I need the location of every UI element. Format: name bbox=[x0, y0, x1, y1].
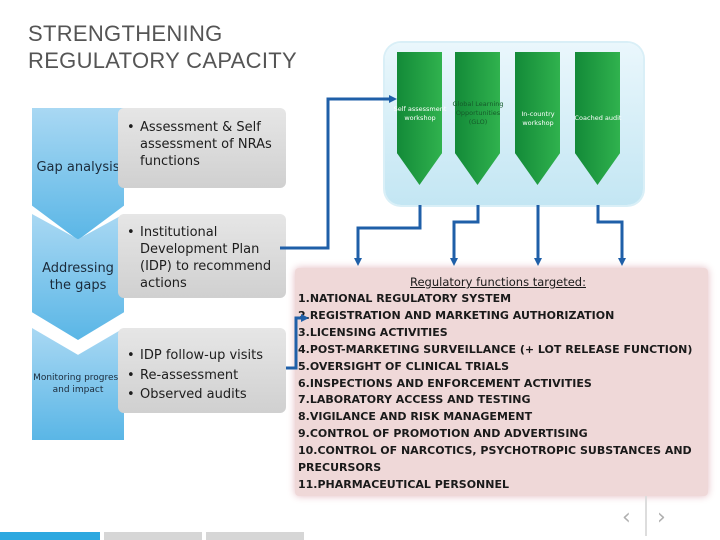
regulatory-functions-panel bbox=[295, 268, 708, 496]
bullet-item: Re-assessment bbox=[124, 366, 282, 386]
step-self-assessment bbox=[397, 52, 442, 185]
list-item: 6.INSPECTIONS AND ENFORCEMENT ACTIVITIES bbox=[298, 376, 592, 390]
footer-bar bbox=[206, 532, 304, 540]
list-item: 11.PHARMACEUTICAL PERSONNEL bbox=[298, 477, 509, 491]
page-title: STRENGTHENING REGULATORY CAPACITY bbox=[28, 20, 297, 74]
arrow-monitoring-to-functions bbox=[286, 314, 309, 370]
footer-bar-accent bbox=[0, 532, 100, 540]
chevron-left-icon: ‹ bbox=[622, 505, 631, 530]
list-item: 3.LICENSING ACTIVITIES bbox=[298, 325, 448, 339]
bullet-item: Assessment & Self assessment of NRAs fun… bbox=[124, 119, 282, 170]
regulatory-functions-list: 1.NATIONAL REGULATORY SYSTEM 2.REGISTRAT… bbox=[298, 291, 692, 494]
regulatory-functions-title: Regulatory functions targeted: bbox=[410, 275, 586, 289]
step-glo bbox=[455, 52, 500, 185]
list-item: 5.OVERSIGHT OF CLINICAL TRIALS bbox=[298, 359, 510, 373]
list-item: 9.CONTROL OF PROMOTION AND ADVERTISING bbox=[298, 427, 588, 441]
bullet-list: Assessment & Self assessment of NRAs fun… bbox=[124, 119, 282, 170]
bullet-list: IDP follow-up visits Re-assessment Obser… bbox=[124, 346, 282, 405]
list-item: 2.REGISTRATION AND MARKETING AUTHORIZATI… bbox=[298, 308, 615, 322]
nav-divider bbox=[645, 496, 647, 536]
next-slide-button[interactable]: › bbox=[657, 505, 666, 530]
title-line-1: STRENGTHENING bbox=[28, 21, 223, 46]
step-label: Coached audit bbox=[574, 114, 622, 122]
bullet-item: Institutional Development Plan (IDP) to … bbox=[124, 224, 282, 292]
list-item: 8.VIGILANCE AND RISK MANAGEMENT bbox=[298, 410, 533, 424]
chevron-right-icon: › bbox=[657, 505, 666, 530]
title-line-2: REGULATORY CAPACITY bbox=[28, 48, 297, 73]
stage-description-monitoring: IDP follow-up visits Re-assessment Obser… bbox=[118, 328, 286, 413]
stage-description-gap-analysis: Assessment & Self assessment of NRAs fun… bbox=[118, 108, 286, 188]
arrow-step2-down bbox=[450, 205, 480, 266]
arrow-step4-down bbox=[596, 205, 626, 266]
list-item: PRECURSORS bbox=[298, 461, 382, 475]
step-coached-audit bbox=[575, 52, 620, 185]
arrow-step1-down bbox=[354, 205, 422, 266]
prev-slide-button[interactable]: ‹ bbox=[622, 505, 631, 530]
footer-bar bbox=[104, 532, 202, 540]
bullet-item: IDP follow-up visits bbox=[124, 346, 282, 366]
step-label: Global Learning Opportunities (GLO) bbox=[452, 100, 504, 126]
step-label: Self assessment workshop bbox=[393, 105, 447, 122]
stage-description-addressing-gaps: Institutional Development Plan (IDP) to … bbox=[118, 214, 286, 298]
stage-label: Addressing the gaps bbox=[42, 261, 114, 293]
step-in-country-workshop bbox=[515, 52, 560, 185]
list-item: 7.LABORATORY ACCESS AND TESTING bbox=[298, 393, 531, 407]
arrow-idp-to-steps bbox=[280, 95, 397, 250]
list-item: 1.NATIONAL REGULATORY SYSTEM bbox=[298, 292, 512, 305]
stage-label: Gap analysis bbox=[36, 159, 120, 175]
list-item: 4.POST-MARKETING SURVEILLANCE (+ LOT REL… bbox=[298, 342, 693, 356]
bullet-list: Institutional Development Plan (IDP) to … bbox=[124, 224, 282, 292]
step-label: In-country workshop bbox=[521, 110, 555, 127]
stage-label: Monitoring progress and impact bbox=[33, 373, 123, 395]
bullet-item: Observed audits bbox=[124, 385, 282, 405]
list-item: 10.CONTROL OF NARCOTICS, PSYCHOTROPIC SU… bbox=[298, 444, 692, 458]
